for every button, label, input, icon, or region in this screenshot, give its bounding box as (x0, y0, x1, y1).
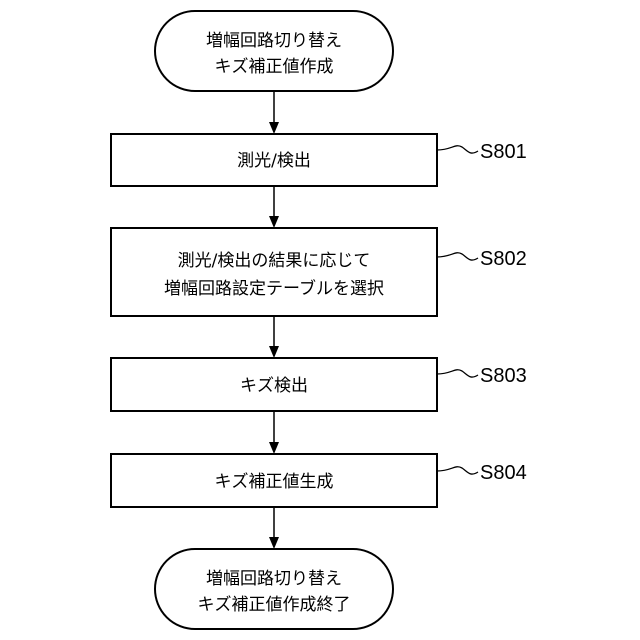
leader-s804 (437, 467, 478, 474)
arrow-head-icon (269, 442, 279, 454)
start-terminal: 増幅回路切り替え キズ補正値作成 (155, 11, 393, 91)
leader-s802 (437, 253, 478, 260)
leader-s803 (437, 370, 478, 377)
step-label-s802: S802 (480, 248, 527, 270)
step-label-s804: S804 (480, 462, 527, 484)
end-terminal-shape (155, 549, 393, 629)
process-s804: キズ補正値生成 S804 (111, 454, 527, 507)
start-terminal-line-1: 増幅回路切り替え (206, 31, 342, 51)
end-terminal: 増幅回路切り替え キズ補正値作成終了 (155, 549, 393, 629)
arrow-head-icon (269, 537, 279, 549)
process-s803: キズ検出 S803 (111, 358, 527, 411)
process-s801-text: 測光/検出 (237, 151, 311, 171)
start-terminal-line-2: キズ補正値作成 (215, 57, 334, 77)
process-s801: 測光/検出 S801 (111, 134, 527, 186)
arrow-head-icon (269, 216, 279, 228)
end-terminal-line-1: 増幅回路切り替え (206, 569, 342, 589)
step-label-s801: S801 (480, 141, 527, 163)
arrow-head-icon (269, 122, 279, 134)
process-s804-text: キズ補正値生成 (215, 472, 334, 492)
process-s802-line-2: 増幅回路設定テーブルを選択 (164, 278, 384, 299)
process-s803-text: キズ検出 (240, 376, 308, 396)
start-terminal-shape (155, 11, 393, 91)
process-s802-line-1: 測光/検出の結果に応じて (178, 251, 371, 271)
arrow-head-icon (269, 346, 279, 358)
end-terminal-line-2: キズ補正値作成終了 (198, 595, 351, 615)
process-s802: 測光/検出の結果に応じて 増幅回路設定テーブルを選択 S802 (111, 228, 527, 316)
process-s802-box (111, 228, 437, 316)
leader-s801 (437, 146, 478, 153)
step-label-s803: S803 (480, 365, 527, 387)
